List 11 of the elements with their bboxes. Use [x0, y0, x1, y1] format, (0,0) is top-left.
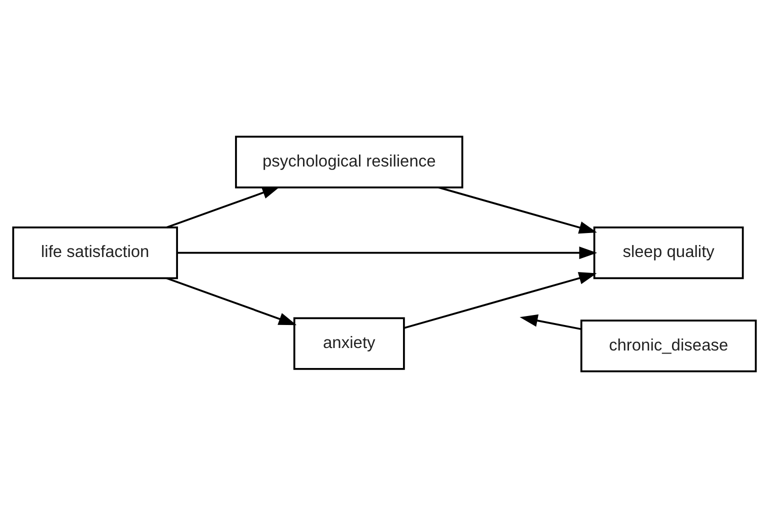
arrow — [520, 314, 582, 330]
node-box: sleep quality — [593, 226, 744, 279]
arrow — [177, 246, 598, 259]
arrow — [404, 272, 597, 328]
arrow — [166, 186, 280, 228]
node-box: anxiety — [293, 316, 405, 370]
node-box: life satisfaction — [12, 226, 178, 279]
arrow — [166, 276, 297, 325]
node-box: psychological resilience — [235, 135, 464, 188]
arrow — [438, 186, 598, 234]
node-box: chronic_disease — [580, 319, 757, 372]
